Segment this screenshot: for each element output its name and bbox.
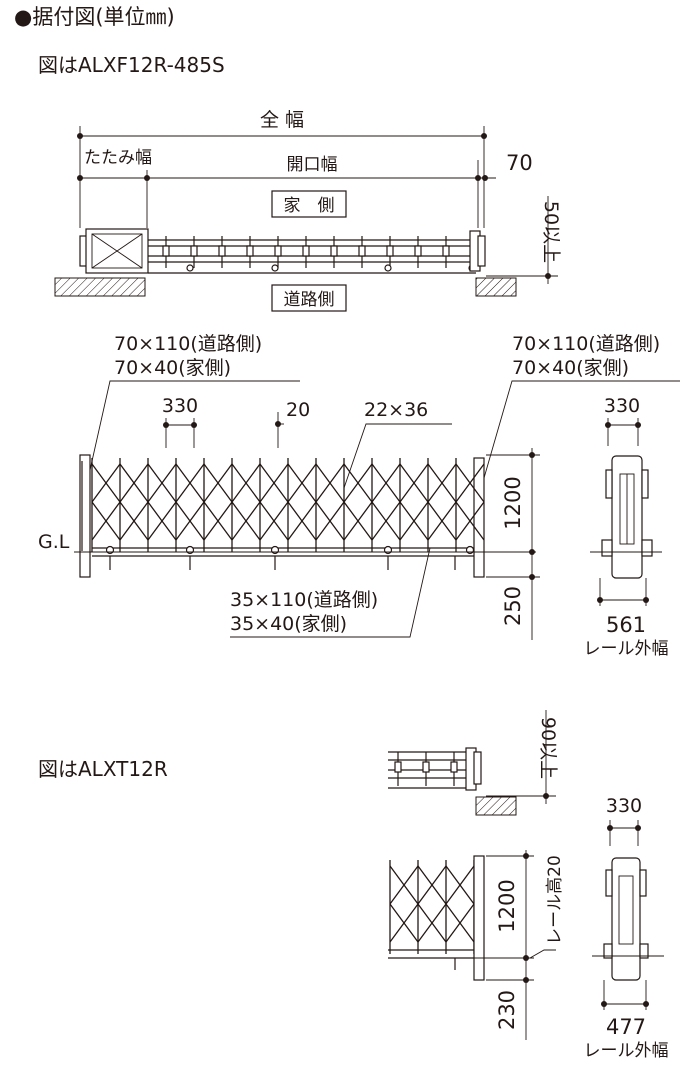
elev-dim-20: 20	[286, 399, 310, 421]
plan-pins	[162, 236, 476, 272]
page-heading: ●据付図(単位㎜)	[14, 5, 175, 29]
figure2-plan: 90以上	[388, 710, 559, 816]
elev-dim-330: 330	[162, 395, 198, 417]
right-post-label-2: 70×40(家側)	[512, 357, 629, 379]
total-width-label: 全 幅	[260, 109, 304, 131]
fig2-ground-hatch	[475, 796, 517, 816]
fig2-side-dim-477: 477	[606, 1015, 646, 1039]
figure1-caption: 図はALXF12R-485S	[38, 53, 225, 77]
fig2-side-dim-330: 330	[606, 795, 642, 817]
elevation-view: 70×110(道路側) 70×40(家側) 70×110(道路側) 70×40(…	[38, 333, 680, 640]
house-side-label: 家 側	[284, 196, 335, 216]
figure2-caption: 図はALXT12R	[38, 757, 168, 781]
side1-dim-330: 330	[604, 395, 640, 417]
side1-rail-outer-width: レール外幅	[584, 639, 669, 659]
left-post-label-1: 70×110(道路側)	[114, 333, 262, 355]
elev-dim-250: 250	[501, 586, 525, 626]
elev-dim-1200: 1200	[501, 476, 525, 529]
fig2-dim-1200: 1200	[495, 879, 519, 932]
figure2-elevation: 1200 230 レール高20	[388, 850, 565, 1040]
gate-lattice	[91, 458, 485, 570]
fig2-dim-230: 230	[495, 990, 519, 1030]
left-post-label-2: 70×40(家側)	[114, 357, 231, 379]
bottom-rail-label-1: 35×110(道路側)	[230, 589, 378, 611]
folded-width-label: たたみ幅	[84, 148, 152, 168]
road-side-label: 道路側	[284, 290, 335, 310]
fig2-dim-90-min: 90以上	[537, 717, 559, 779]
plan-view: 全 幅 たたみ幅 開口幅 70 家 側	[54, 109, 562, 312]
house-side-box	[271, 190, 347, 218]
fig2-rail-outer-width: レール外幅	[584, 1041, 669, 1061]
side-view-1: 330 561 レール外幅	[584, 395, 669, 659]
plan-dim-50-min: 50以上	[540, 201, 562, 263]
ground-hatch-right	[475, 277, 517, 297]
side1-dim-561: 561	[606, 613, 646, 637]
opening-width-label: 開口幅	[287, 155, 338, 175]
right-post-label-1: 70×110(道路側)	[512, 333, 660, 355]
elev-dim-22x36: 22×36	[364, 399, 428, 421]
figure2-side: 330 477 レール外幅	[584, 795, 669, 1061]
ground-hatch-left	[54, 277, 146, 297]
bottom-rail-label-2: 35×40(家側)	[230, 613, 347, 635]
fig2-rail-height: レール高20	[545, 855, 565, 945]
plan-dim-70: 70	[506, 151, 533, 175]
road-side-box	[271, 284, 347, 312]
gl-label: G.L	[38, 531, 70, 553]
